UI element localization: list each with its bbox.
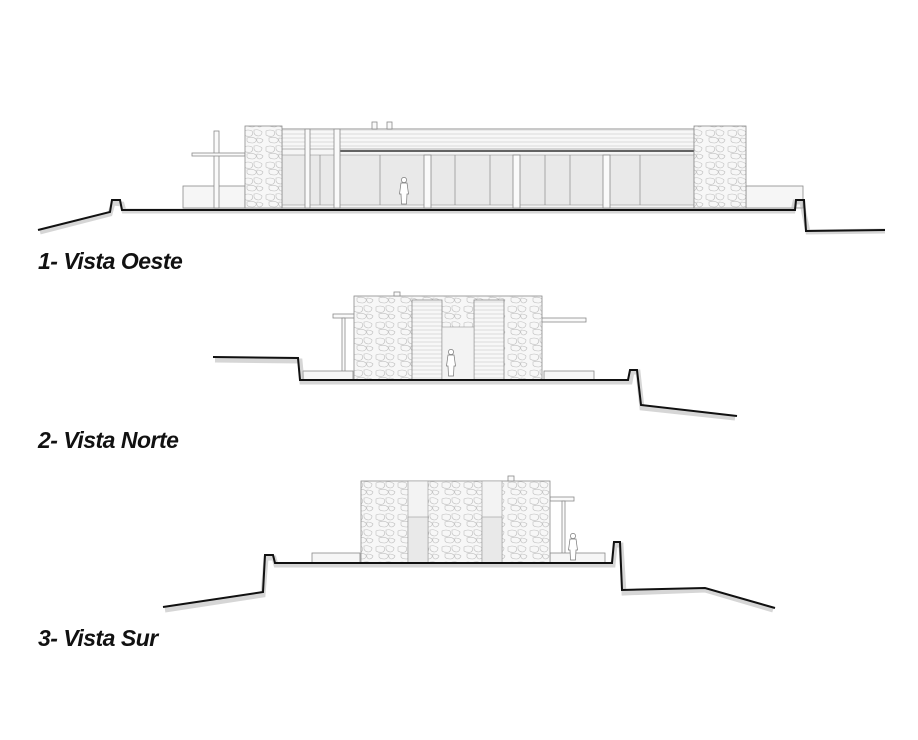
west-roof-fascia	[281, 128, 695, 150]
north-shutter-left	[411, 299, 443, 381]
elevation-title-south: 3- Vista Sur	[38, 625, 158, 651]
elevation-title-north: 2- Vista Norte	[38, 427, 179, 453]
north-ground-line	[212, 356, 738, 417]
west-glazing	[281, 154, 695, 206]
north-door	[441, 326, 475, 381]
west-glazing-mullions	[319, 155, 641, 205]
elevation-north	[212, 291, 738, 421]
south-ground-line	[162, 541, 776, 609]
west-ground-line	[37, 199, 886, 233]
west-stone-wall-left	[244, 125, 283, 209]
west-stone-wall-right	[693, 125, 747, 209]
elevation-title-west: 1- Vista Oeste	[38, 248, 183, 274]
west-pergola-post	[213, 130, 220, 209]
south-stone-volume	[360, 480, 551, 564]
elevation-west	[37, 121, 886, 235]
elevation-south	[162, 475, 776, 613]
north-shutter-right	[473, 299, 505, 381]
west-pergola-beam	[191, 152, 246, 157]
